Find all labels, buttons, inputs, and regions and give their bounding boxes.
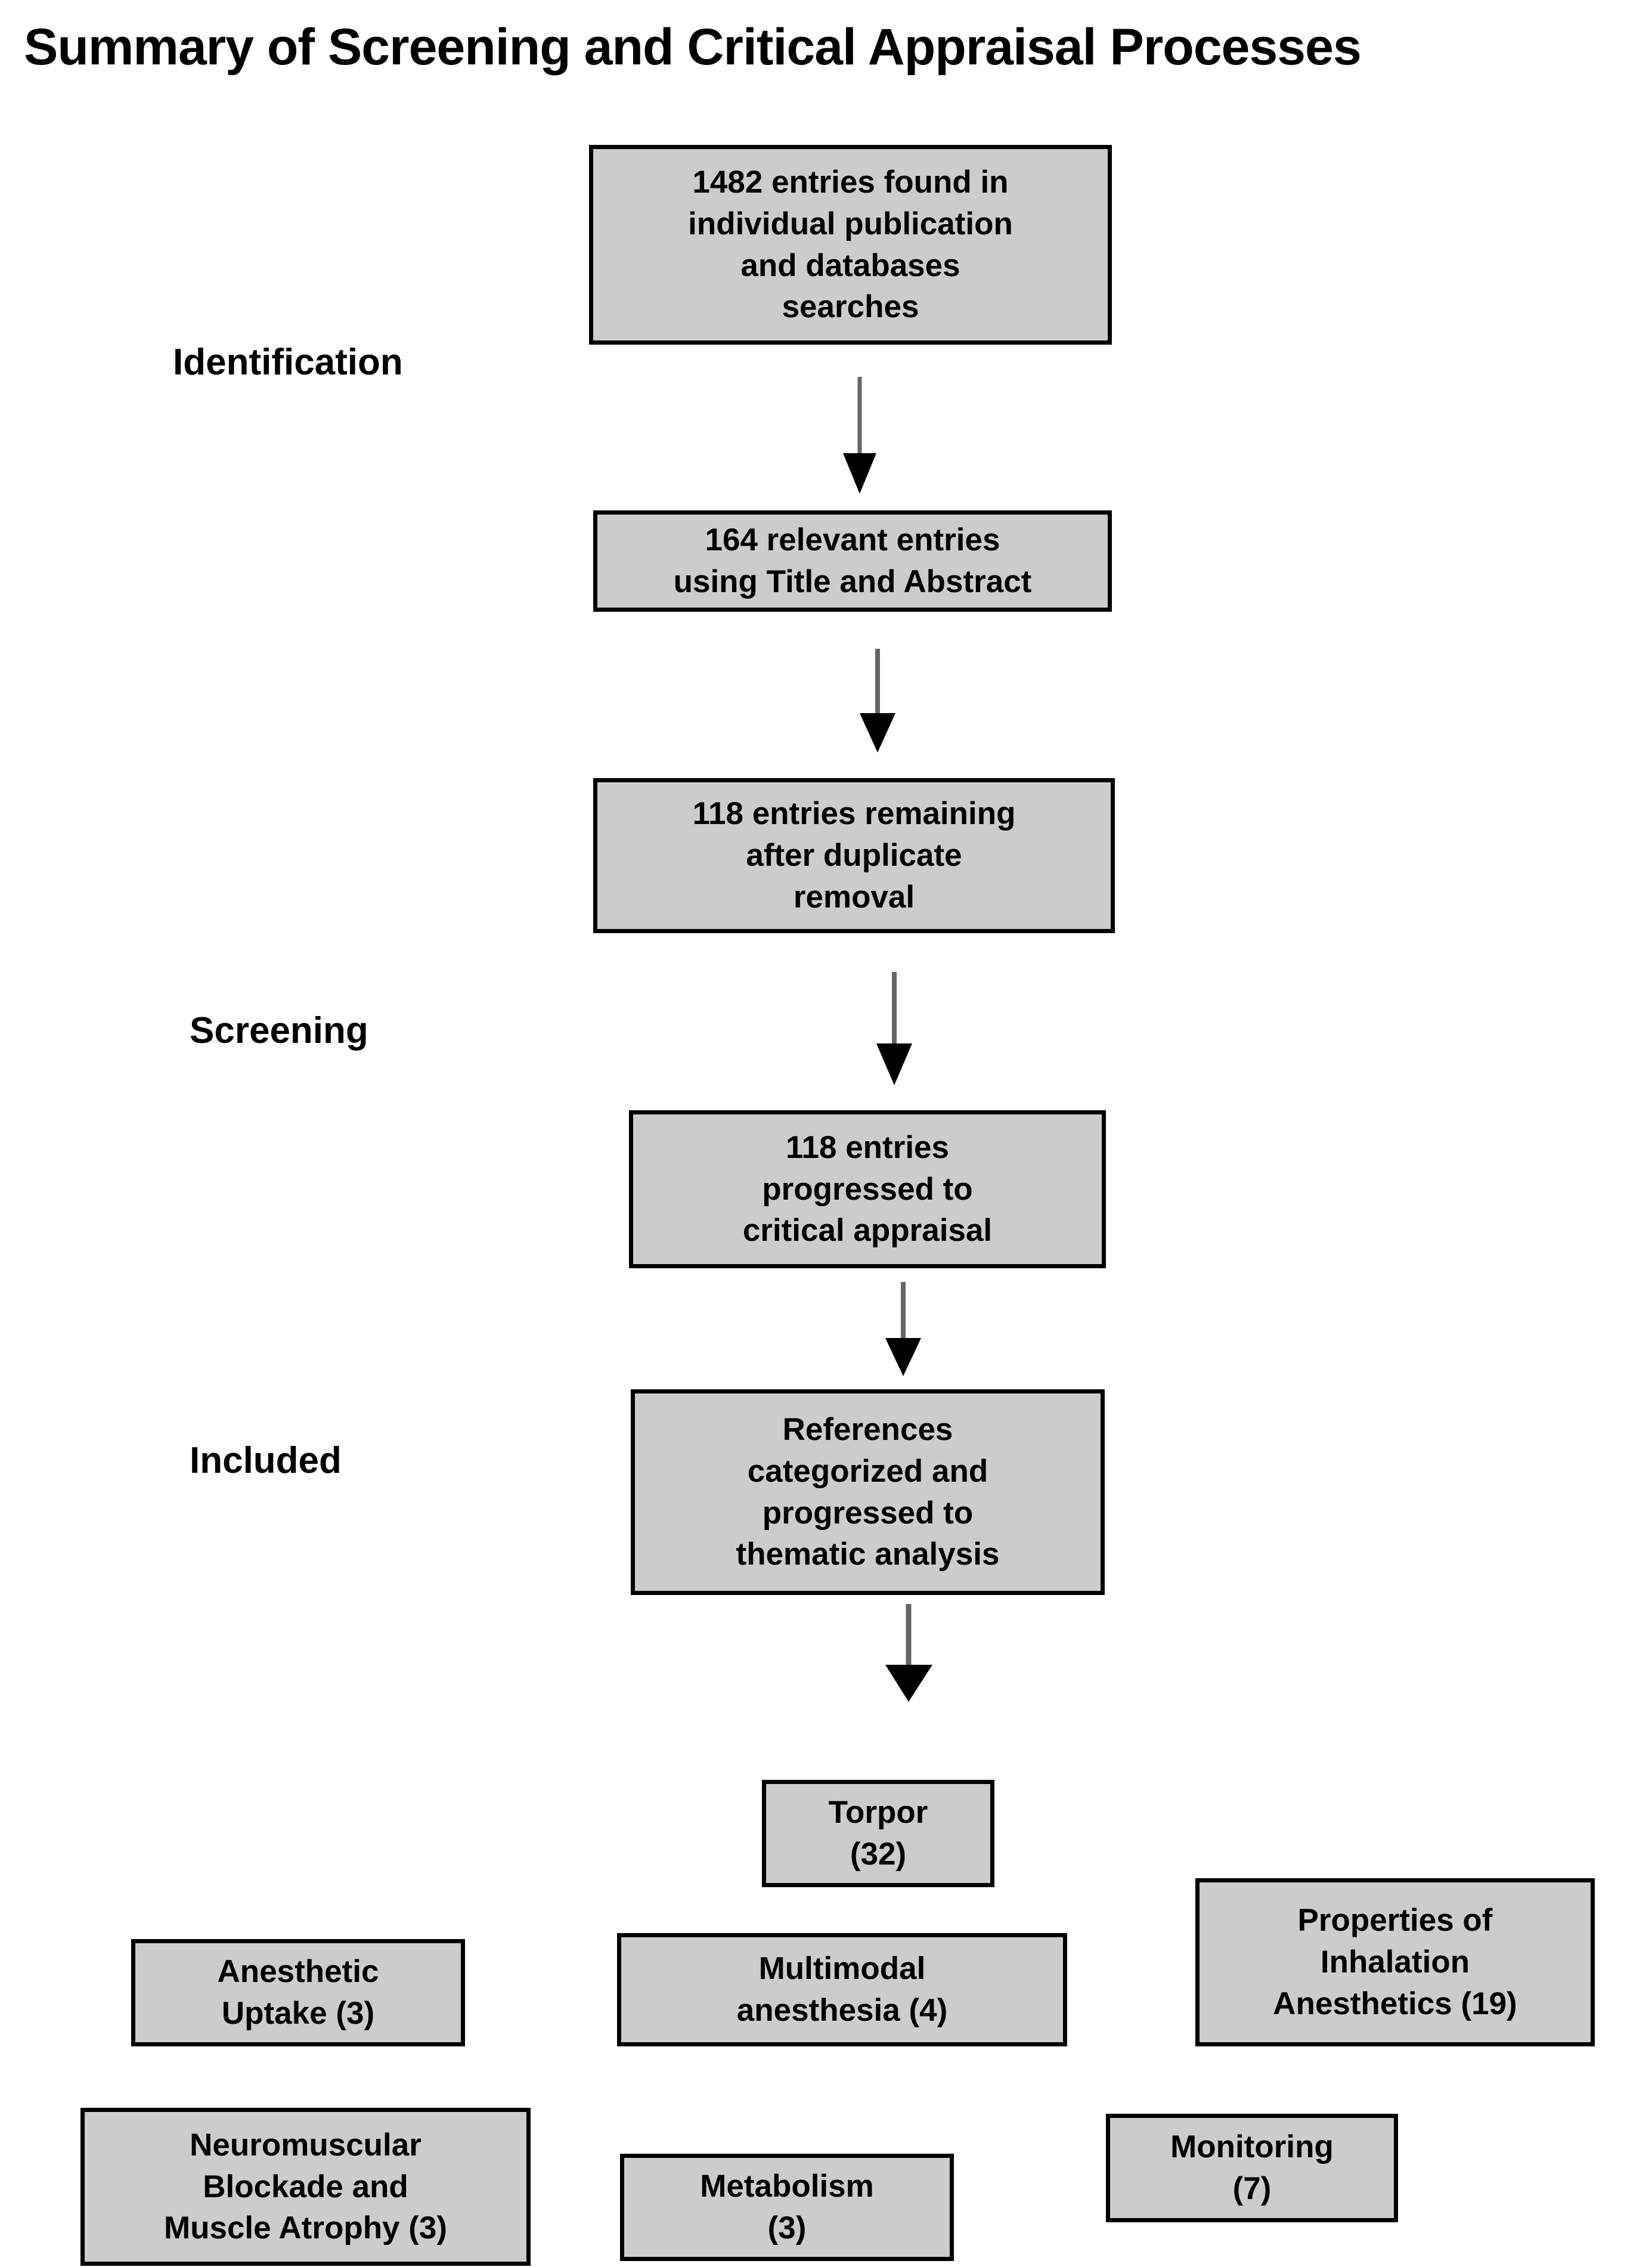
flow-box-entries-found: 1482 entries found in individual publica… bbox=[589, 145, 1112, 345]
arrow-down-3 bbox=[864, 972, 924, 1091]
flow-box-relevant-entries-text: 164 relevant entries using Title and Abs… bbox=[673, 522, 1032, 599]
category-box-monitoring: Monitoring (7) bbox=[1106, 2114, 1398, 2222]
flow-box-references-categorized: References categorized and progressed to… bbox=[631, 1389, 1105, 1595]
category-box-metabolism: Metabolism (3) bbox=[620, 2154, 954, 2261]
flow-box-entries-progressed-text: 118 entries progressed to critical appra… bbox=[742, 1129, 993, 1249]
flow-box-references-categorized-text: References categorized and progressed to… bbox=[736, 1411, 1000, 1572]
arrow-down-1 bbox=[830, 377, 889, 496]
stage-label-identification: Identification bbox=[173, 342, 403, 383]
page-title: Summary of Screening and Critical Apprai… bbox=[24, 18, 1362, 76]
category-box-anesthetic-uptake-text: Anesthetic Uptake (3) bbox=[217, 1954, 379, 2031]
category-box-monitoring-text: Monitoring (7) bbox=[1170, 2129, 1334, 2206]
flow-box-relevant-entries: 164 relevant entries using Title and Abs… bbox=[593, 510, 1112, 612]
flow-box-entries-remaining: 118 entries remaining after duplicate re… bbox=[593, 778, 1115, 933]
arrow-down-2 bbox=[848, 649, 907, 756]
category-box-inhalation-anesthetics-text: Properties of Inhalation Anesthetics (19… bbox=[1273, 1903, 1517, 2021]
flow-box-entries-remaining-text: 118 entries remaining after duplicate re… bbox=[692, 796, 1016, 915]
category-box-metabolism-text: Metabolism (3) bbox=[700, 2169, 874, 2246]
category-box-anesthetic-uptake: Anesthetic Uptake (3) bbox=[131, 1939, 465, 2046]
stage-label-included: Included bbox=[190, 1440, 342, 1481]
category-box-neuromuscular-blockade: Neuromuscular Blockade and Muscle Atroph… bbox=[80, 2108, 531, 2266]
category-box-multimodal-anesthesia: Multimodal anesthesia (4) bbox=[617, 1933, 1067, 2046]
arrow-down-4 bbox=[873, 1282, 933, 1380]
arrow-down-5 bbox=[878, 1604, 943, 1717]
category-box-torpor: Torpor (32) bbox=[762, 1780, 994, 1887]
category-box-multimodal-anesthesia-text: Multimodal anesthesia (4) bbox=[736, 1951, 948, 2028]
category-box-inhalation-anesthetics: Properties of Inhalation Anesthetics (19… bbox=[1195, 1878, 1595, 2046]
flow-box-entries-progressed: 118 entries progressed to critical appra… bbox=[629, 1110, 1106, 1268]
category-box-torpor-text: Torpor (32) bbox=[828, 1795, 928, 1872]
flow-box-entries-found-text: 1482 entries found in individual publica… bbox=[688, 164, 1013, 325]
category-box-neuromuscular-blockade-text: Neuromuscular Blockade and Muscle Atroph… bbox=[163, 2127, 448, 2246]
stage-label-screening: Screening bbox=[190, 1010, 368, 1051]
